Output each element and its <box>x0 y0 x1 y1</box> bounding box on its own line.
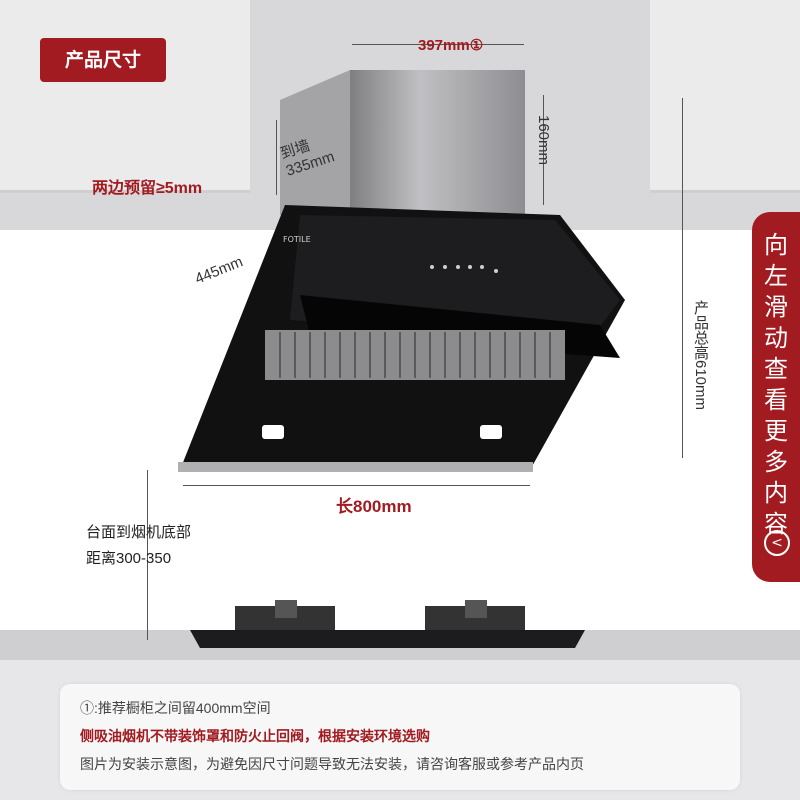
duct-height-line <box>543 95 544 205</box>
side-clearance-label: 两边预留≥5mm <box>92 180 203 197</box>
length-line <box>183 485 530 486</box>
length-label: 长800mm <box>336 497 412 516</box>
total-height-line <box>682 98 683 458</box>
note-line-3: 图片为安装示意图，为避免因尺寸问题导致无法安装，请咨询客服或参考产品内页 <box>80 756 584 772</box>
swipe-left-tab[interactable]: 向左滑动查看更多内容 < <box>752 212 800 582</box>
wall-depth-line <box>276 120 277 195</box>
light-right <box>480 425 502 439</box>
bottom-trim <box>178 462 533 472</box>
right-wall-cabinet <box>650 0 800 193</box>
mount-distance-line1: 台面到烟机底部 <box>86 524 192 541</box>
gas-stove <box>190 600 585 648</box>
range-hood-illustration <box>178 70 625 472</box>
total-height-label: 产品总高610mm <box>692 300 709 411</box>
notes-box: ①:推荐橱柜之间留400mm空间 侧吸油烟机不带装饰罩和防火止回阀，根据安装环境… <box>60 684 740 790</box>
note-line-1: ①:推荐橱柜之间留400mm空间 <box>80 700 271 716</box>
mount-height-line <box>147 470 148 640</box>
note-line-2: 侧吸油烟机不带装饰罩和防火止回阀，根据安装环境选购 <box>80 728 430 744</box>
mount-distance-text: 台面到烟机底部 距离300-350 <box>86 520 191 572</box>
chevron-left-icon: < <box>764 530 790 556</box>
left-wall-cabinet <box>0 0 250 193</box>
brand-logo: FOTILE <box>283 235 311 244</box>
top-width-label: 397mm① <box>418 37 484 54</box>
top-width-line <box>352 44 524 45</box>
mount-distance-line2: 距离300-350 <box>86 550 172 567</box>
swipe-left-label: 向左滑动查看更多内容 <box>764 231 788 538</box>
page-title-badge: 产品尺寸 <box>40 38 166 82</box>
duct-side <box>280 70 350 215</box>
light-left <box>262 425 284 439</box>
duct-cover <box>350 70 525 215</box>
duct-height-label: 160mm <box>535 115 552 166</box>
